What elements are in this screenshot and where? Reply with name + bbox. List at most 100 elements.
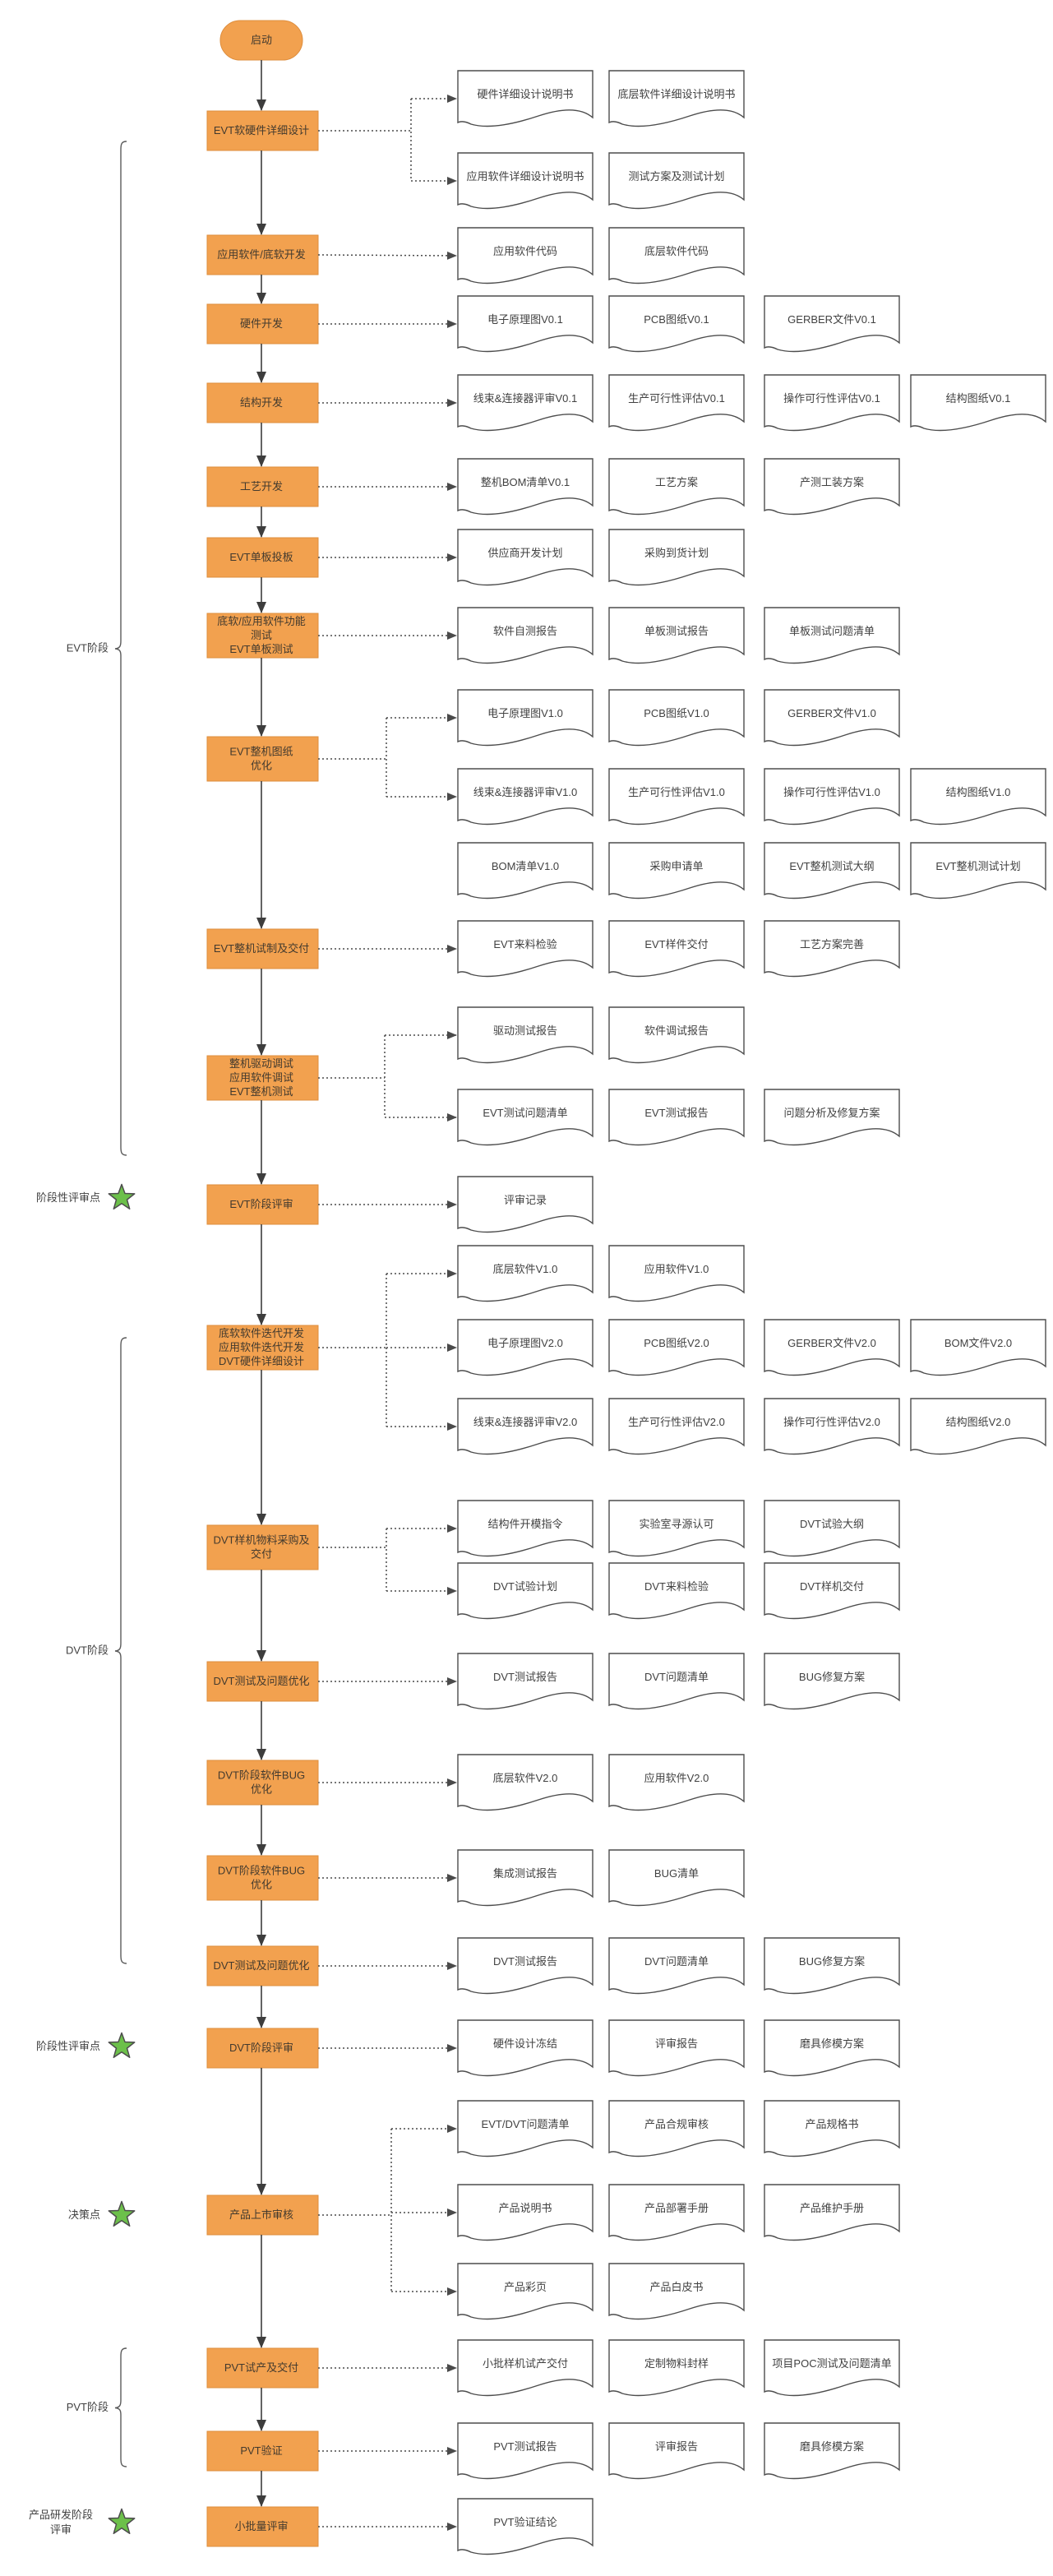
process-node-shape xyxy=(206,234,319,275)
milestone-star-icon xyxy=(108,1183,136,1210)
milestone-star-icon xyxy=(108,2508,136,2535)
document-label: 结构图纸V2.0 xyxy=(946,1416,1011,1428)
milestone-star-icon xyxy=(108,2200,136,2227)
document-label: 硬件设计冻结 xyxy=(493,2037,557,2050)
document-label: BOM文件V2.0 xyxy=(944,1337,1012,1349)
document-label: 生产可行性评估V0.1 xyxy=(628,392,725,405)
document-shape xyxy=(764,2100,900,2157)
document-shape xyxy=(608,2184,745,2241)
process-node-shape xyxy=(206,1760,319,1806)
document-node: 采购到货计划 xyxy=(608,529,745,586)
process-node: EVT软硬件详细设计 xyxy=(206,110,319,151)
document-node: 产品白皮书 xyxy=(608,2263,745,2320)
phase-brace xyxy=(114,1337,127,1964)
document-node: DVT试验计划 xyxy=(457,1562,593,1620)
document-node: BUG修复方案 xyxy=(764,1653,900,1710)
document-label: 磨具修模方案 xyxy=(800,2440,864,2453)
document-shape xyxy=(457,1562,593,1620)
document-label: 硬件详细设计说明书 xyxy=(477,88,573,100)
document-node: 生产可行性评估V0.1 xyxy=(608,374,745,432)
document-shape xyxy=(608,768,745,826)
document-shape xyxy=(457,1398,593,1455)
document-label: 生产可行性评估V1.0 xyxy=(628,786,725,798)
process-node-label: DVT测试及问题优化 xyxy=(213,1959,309,1972)
document-node: DVT试验大纲 xyxy=(764,1500,900,1557)
document-label: BUG清单 xyxy=(654,1867,699,1880)
document-label: PCB图纸V1.0 xyxy=(644,707,709,719)
document-label: 工艺方案完善 xyxy=(800,938,864,950)
process-node-shape xyxy=(206,2430,319,2472)
document-node: 线束&连接器评审V2.0 xyxy=(457,1398,593,1455)
document-label: DVT样机交付 xyxy=(800,1580,864,1593)
document-label: DVT测试报告 xyxy=(493,1671,557,1683)
document-label: EVT测试报告 xyxy=(644,1107,708,1119)
document-node: 电子原理图V1.0 xyxy=(457,689,593,747)
document-node: 产品部署手册 xyxy=(608,2184,745,2241)
document-node: PCB图纸V0.1 xyxy=(608,295,745,353)
document-node: 小批样机试产交付 xyxy=(457,2339,593,2397)
document-node: PCB图纸V1.0 xyxy=(608,689,745,747)
document-node: DVT问题清单 xyxy=(608,1653,745,1710)
document-label: 电子原理图V1.0 xyxy=(487,707,563,719)
phase-label: EVT阶段 xyxy=(67,642,109,654)
document-node: 产品合规审核 xyxy=(608,2100,745,2157)
document-label: 底层软件代码 xyxy=(644,245,709,257)
document-shape xyxy=(764,607,900,664)
document-node: PVT验证结论 xyxy=(457,2498,593,2555)
document-shape xyxy=(608,607,745,664)
process-node: DVT测试及问题优化 xyxy=(206,1661,319,1702)
document-node: GERBER文件V0.1 xyxy=(764,295,900,353)
document-label: 产品部署手册 xyxy=(644,2202,709,2214)
document-label: 软件自测报告 xyxy=(493,625,557,637)
document-label: BOM清单V1.0 xyxy=(492,860,559,872)
document-node: GERBER文件V2.0 xyxy=(764,1319,900,1376)
document-node: 评审报告 xyxy=(608,2422,745,2480)
milestone-label: 阶段性评审点 xyxy=(36,1191,100,1204)
document-label: 线束&连接器评审V2.0 xyxy=(473,1416,577,1428)
document-shape xyxy=(608,374,745,432)
document-label: 操作可行性评估V1.0 xyxy=(783,786,880,798)
document-label: 线束&连接器评审V0.1 xyxy=(473,392,577,405)
process-node: EVT整机试制及交付 xyxy=(206,928,319,969)
process-node-label: 应用软件/底软开发 xyxy=(217,248,306,261)
process-node-shape xyxy=(206,2506,319,2547)
process-node-label: EVT软硬件详细设计 xyxy=(214,124,309,136)
document-label: 产品合规审核 xyxy=(644,2118,709,2130)
document-shape xyxy=(608,529,745,586)
document-label: 整机BOM清单V0.1 xyxy=(481,476,570,488)
document-shape xyxy=(608,152,745,210)
document-label: PVT验证结论 xyxy=(493,2516,557,2528)
document-label: 供应商开发计划 xyxy=(487,547,562,559)
document-label: DVT来料检验 xyxy=(644,1580,709,1593)
document-node: 应用软件V1.0 xyxy=(608,1245,745,1302)
document-shape xyxy=(608,1398,745,1455)
process-node-label: PVT验证 xyxy=(240,2444,282,2457)
document-shape xyxy=(608,2100,745,2157)
document-shape xyxy=(608,2422,745,2480)
document-label: 产品彩页 xyxy=(504,2281,547,2293)
document-node: 生产可行性评估V1.0 xyxy=(608,768,745,826)
document-label: 线束&连接器评审V1.0 xyxy=(473,786,577,798)
document-shape xyxy=(457,1754,593,1811)
document-label: PCB图纸V0.1 xyxy=(644,313,709,326)
document-label: 软件调试报告 xyxy=(644,1024,709,1037)
document-node: 集成测试报告 xyxy=(457,1849,593,1907)
process-node: DVT测试及问题优化 xyxy=(206,1945,319,1986)
document-shape xyxy=(457,70,593,127)
document-label: 问题分析及修复方案 xyxy=(783,1107,880,1119)
document-shape xyxy=(608,227,745,284)
document-shape xyxy=(764,1937,900,1995)
document-shape xyxy=(764,1500,900,1557)
document-shape xyxy=(457,1089,593,1146)
document-shape xyxy=(608,458,745,516)
document-label: 采购到货计划 xyxy=(644,547,709,559)
document-node: 工艺方案完善 xyxy=(764,920,900,978)
document-shape xyxy=(764,458,900,516)
process-node-shape xyxy=(206,2194,319,2236)
